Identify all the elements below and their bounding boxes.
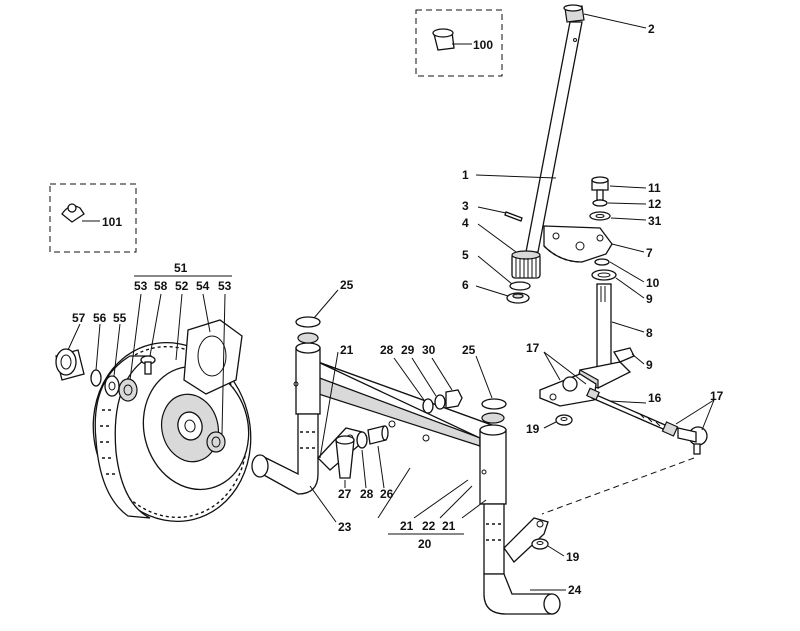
- label-19-upper: 19: [526, 422, 540, 436]
- label-58: 58: [154, 279, 168, 293]
- label-5: 5: [462, 248, 469, 262]
- label-22: 22: [422, 519, 436, 533]
- ball-joint-part-17: [661, 421, 708, 455]
- bolt-part-11: [591, 176, 609, 201]
- label-3: 3: [462, 199, 469, 213]
- label-27: 27: [338, 487, 352, 501]
- nut-part-30: [445, 389, 463, 409]
- label-30: 30: [422, 343, 436, 357]
- label-21-group-a: 21: [400, 519, 414, 533]
- label-31: 31: [648, 214, 662, 228]
- washer-part-28-lower: [356, 431, 368, 449]
- bolt-part-27: [335, 435, 355, 479]
- label-28-lower: 28: [360, 487, 374, 501]
- label-17-left: 17: [526, 341, 540, 355]
- label-19-lower: 19: [566, 550, 580, 564]
- washer-part-28: [422, 398, 434, 414]
- washer-part-10: [594, 258, 610, 266]
- steering-shaft-part-1: [525, 21, 583, 253]
- spindle-left-part-23: [251, 413, 319, 495]
- washer-part-12: [592, 199, 608, 207]
- label-8: 8: [646, 326, 653, 340]
- clip-part-9-upper: [591, 269, 617, 281]
- nut-part-19-lower: [531, 538, 549, 550]
- bushing-part-100: [432, 28, 455, 51]
- label-7: 7: [646, 246, 653, 260]
- label-6: 6: [462, 278, 469, 292]
- bearing-part-53-left: [118, 378, 138, 402]
- spacer-part-26: [367, 425, 389, 445]
- label-21-group-b: 21: [442, 519, 456, 533]
- washer-part-31: [589, 211, 611, 221]
- label-53-right: 53: [218, 279, 232, 293]
- pin-part-3: [504, 211, 523, 222]
- label-57: 57: [72, 311, 86, 325]
- spindle-bracket-right: [503, 517, 549, 563]
- shaft-cap-part-2: [563, 4, 585, 23]
- label-52: 52: [175, 279, 189, 293]
- washer-part-55: [104, 375, 120, 397]
- washer-part-5: [509, 281, 531, 291]
- label-25-left: 25: [340, 278, 354, 292]
- inset-box-part-101: [49, 183, 137, 253]
- linkage-centerline: [541, 457, 695, 515]
- pivot-tube-right-part-21: [479, 412, 507, 505]
- sector-shaft-part-8: [577, 283, 632, 389]
- label-9-upper: 9: [646, 292, 653, 306]
- pivot-tube-left-part-21: [293, 332, 321, 415]
- spacer-part-57: [55, 348, 85, 381]
- label-28-upper: 28: [380, 343, 394, 357]
- clip-part-56: [90, 369, 102, 387]
- nut-part-19-upper: [555, 414, 573, 426]
- washer-part-29: [434, 394, 446, 410]
- label-2: 2: [648, 22, 655, 36]
- grease-fitting-part-58: [140, 355, 156, 375]
- label-56: 56: [93, 311, 107, 325]
- label-11: 11: [648, 181, 661, 195]
- label-9-lower: 9: [646, 358, 653, 372]
- label-53-left: 53: [134, 279, 148, 293]
- inset-box-part-100: [415, 9, 503, 77]
- bearing-part-53-right: [206, 431, 226, 453]
- label-17-right: 17: [710, 389, 724, 403]
- wheel-assembly-part-51: [92, 342, 252, 522]
- label-100: 100: [473, 38, 493, 52]
- label-21-left: 21: [340, 343, 354, 357]
- fitting-part-101: [61, 203, 85, 223]
- steering-arm-part-17: [539, 373, 597, 407]
- spindle-right-part-24: [483, 503, 561, 615]
- label-25-right: 25: [462, 343, 476, 357]
- label-29: 29: [401, 343, 415, 357]
- clip-part-9-lower: [612, 347, 635, 363]
- label-10: 10: [646, 276, 660, 290]
- label-54: 54: [196, 279, 210, 293]
- label-101: 101: [102, 215, 122, 229]
- label-23: 23: [338, 520, 352, 534]
- label-24: 24: [568, 583, 582, 597]
- sector-gear-part-7: [543, 225, 613, 263]
- bushing-part-25-right: [481, 398, 507, 410]
- pinion-gear-part-4: [511, 250, 541, 279]
- bushing-part-25-left: [295, 316, 321, 328]
- nut-part-6: [506, 292, 530, 304]
- label-16: 16: [648, 391, 662, 405]
- label-1: 1: [462, 168, 469, 182]
- label-20: 20: [418, 537, 432, 551]
- hub-plate-part-54: [183, 319, 243, 395]
- label-4: 4: [462, 216, 469, 230]
- label-55: 55: [113, 311, 127, 325]
- label-12: 12: [648, 197, 662, 211]
- label-51: 51: [174, 261, 188, 275]
- label-26: 26: [380, 487, 394, 501]
- front-axle-part-20: [296, 361, 502, 447]
